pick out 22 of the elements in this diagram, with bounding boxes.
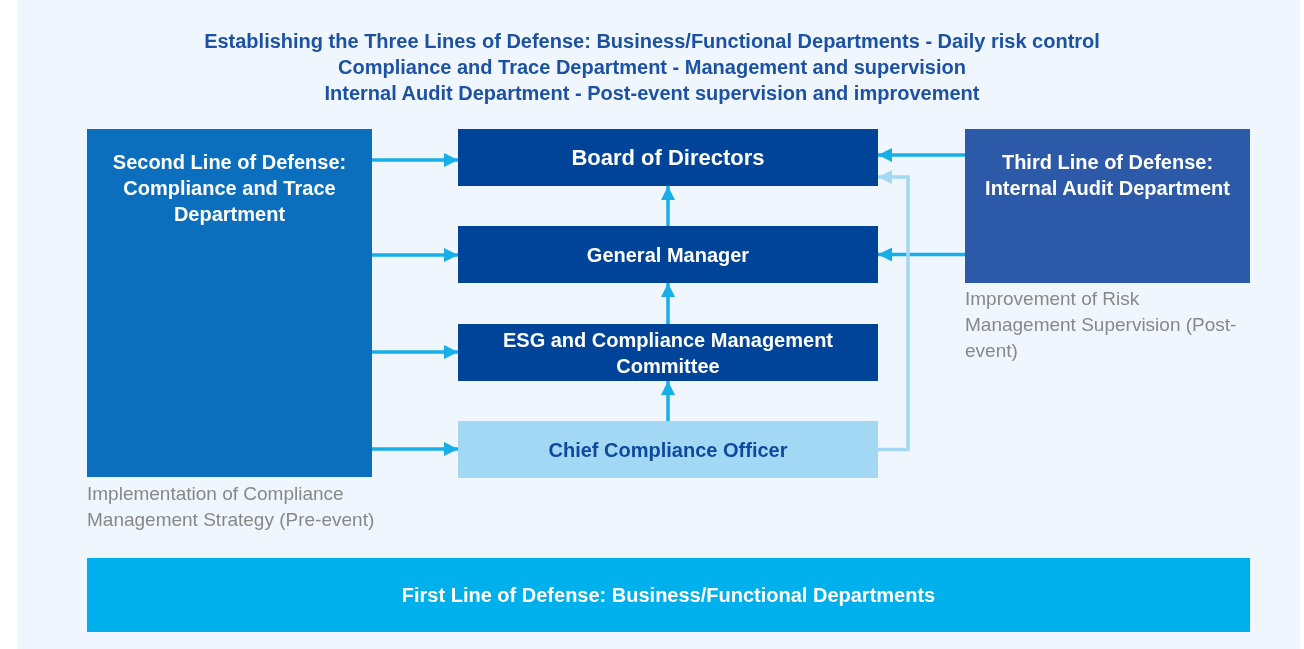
- title-line: Internal Audit Department - Post-event supervision and improvement: [323, 81, 981, 106]
- node-caption: Implementation of Compliance Management Strategy (Pre-event): [87, 482, 376, 532]
- arrow: [372, 442, 458, 456]
- process-box: ESG and Compliance Management Committee: [458, 324, 878, 381]
- defense-line-band: First Line of Defense: Business/Functional Departments: [87, 558, 1250, 632]
- arrow: [372, 153, 458, 167]
- process-box: General Manager: [458, 226, 878, 283]
- arrow: [661, 283, 675, 324]
- title-line: Compliance and Trace Department - Management and supervision: [337, 55, 967, 80]
- diagram-title: Establishing the Three Lines of Defense: Business/Functional Departments - Daily risk control: [203, 29, 1101, 54]
- process-box: Board of Directors: [458, 129, 878, 186]
- arrow: [661, 381, 675, 421]
- arrow: [878, 247, 965, 262]
- node-caption: Improvement of Risk Management Supervision (Post-event): [965, 287, 1238, 363]
- arrow: [878, 170, 910, 452]
- process-box: Chief Compliance Officer: [458, 421, 878, 478]
- arrow: [661, 186, 675, 226]
- arrow: [372, 345, 458, 359]
- arrow: [372, 248, 458, 262]
- defense-line-panel: Second Line of Defense: Compliance and Trace Department: [87, 129, 372, 477]
- defense-line-panel: Third Line of Defense: Internal Audit Department: [965, 129, 1250, 283]
- arrow: [878, 148, 965, 162]
